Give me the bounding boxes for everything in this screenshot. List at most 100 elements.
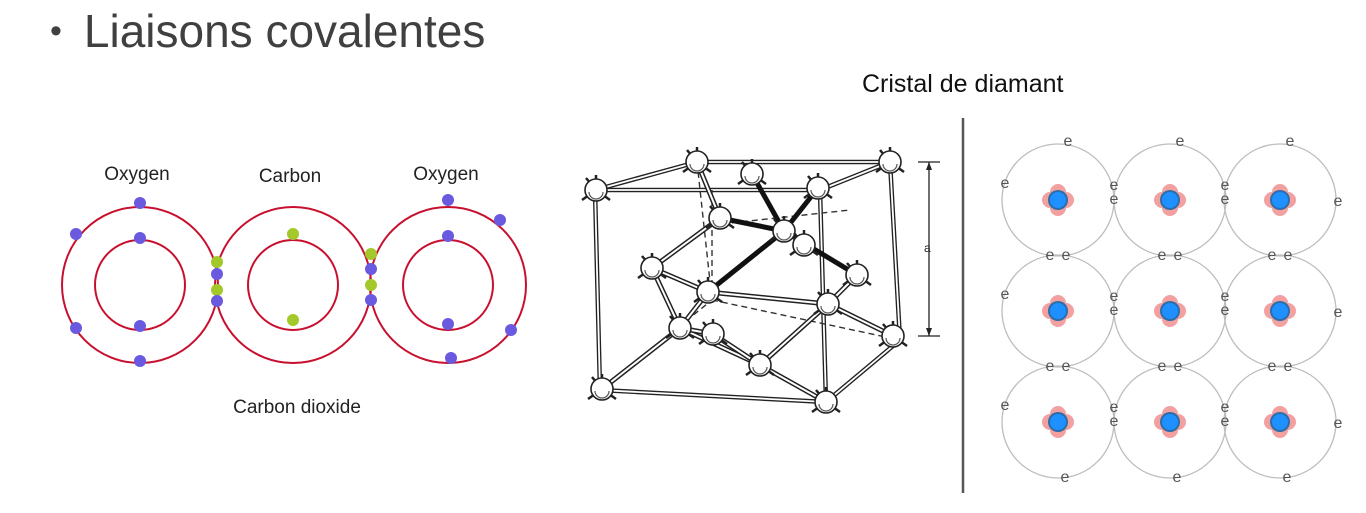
electron	[365, 263, 377, 275]
electron	[134, 232, 146, 244]
diamond-crystal-diagram: a	[581, 147, 940, 414]
grid-atom-cores	[1042, 184, 1296, 438]
electron-symbol: e	[1046, 247, 1055, 264]
cube-edge-inner	[594, 161, 698, 191]
electron	[442, 230, 454, 242]
atom-shell	[1113, 143, 1227, 257]
atom-shade	[672, 329, 688, 338]
electron-symbol: e	[1110, 413, 1119, 430]
electron-symbol: e	[1176, 133, 1185, 150]
carbon-atom	[816, 292, 840, 316]
electron-symbol: e	[1283, 469, 1292, 486]
electron-symbol: e	[1110, 302, 1119, 319]
electron	[442, 194, 454, 206]
atom-shade	[744, 175, 760, 184]
electron-symbol: e	[1174, 247, 1183, 264]
carbon-atom	[685, 150, 709, 174]
electron-symbol: e	[1334, 304, 1343, 321]
cube-edge-inner	[599, 389, 827, 403]
carbon-atom	[878, 150, 902, 174]
nucleus	[1162, 303, 1178, 319]
carbon-atom	[814, 390, 838, 414]
inner-orbit-oxygen-right	[402, 239, 494, 331]
atom-shade	[594, 390, 610, 399]
atom-label-oxygen-right: Oxygen	[413, 164, 478, 185]
lattice-dimension-marker: a	[918, 161, 940, 337]
bond-inner	[759, 303, 829, 366]
bullet-point: •	[50, 12, 62, 50]
electron-symbol: e	[1221, 191, 1230, 208]
grid-atom-shells	[1001, 143, 1337, 479]
carbon-atom	[806, 176, 830, 200]
electron	[445, 352, 457, 364]
electron-symbol: e	[1110, 177, 1119, 194]
atom-label-oxygen-left: Oxygen	[104, 164, 169, 185]
electron	[211, 284, 223, 296]
electron	[494, 214, 506, 226]
electron-symbol: e	[1062, 247, 1071, 264]
electron	[70, 228, 82, 240]
atom-shade	[705, 335, 721, 344]
atom-shade	[882, 163, 898, 172]
carbon-atom	[584, 178, 608, 202]
nucleus	[1162, 414, 1178, 430]
nucleus	[1272, 192, 1288, 208]
carbon-atom	[881, 324, 905, 348]
electron-symbol: e	[1268, 358, 1277, 375]
atom-shade	[752, 366, 768, 375]
electron-symbol: e	[1284, 247, 1293, 264]
atom-shade	[712, 219, 728, 228]
carbon-atom	[708, 206, 732, 230]
electron-symbol: e	[1221, 302, 1230, 319]
nucleus	[1050, 414, 1066, 430]
hidden-edge	[711, 299, 901, 341]
bond-inner	[759, 364, 827, 403]
electron	[70, 322, 82, 334]
electron-symbol: e	[1064, 133, 1073, 150]
electron-symbol: e	[1061, 469, 1070, 486]
electron-symbol: e	[1110, 399, 1119, 416]
atom-shell	[1223, 365, 1337, 479]
cube-edges	[592, 159, 903, 405]
atom-shell	[1113, 254, 1227, 368]
electron-symbol: e	[1221, 177, 1230, 194]
cube-edge-inner	[825, 339, 901, 403]
carbon-atom	[772, 219, 796, 243]
electron	[287, 228, 299, 240]
electron-symbol: e	[1110, 288, 1119, 305]
electron-symbol: e	[1284, 358, 1293, 375]
electron-symbol: e	[1334, 193, 1343, 210]
cube-edge-inner	[889, 161, 901, 341]
electron-symbol: e	[1001, 397, 1010, 414]
atom-shade	[644, 269, 660, 278]
electron	[134, 197, 146, 209]
carbon-atom	[640, 256, 664, 280]
electron	[365, 294, 377, 306]
slide-title: • Liaisons covalentes	[50, 2, 485, 60]
atom-shade	[820, 305, 836, 314]
electron-symbol: e	[1221, 288, 1230, 305]
electron	[287, 314, 299, 326]
atom-shell	[1223, 254, 1337, 368]
atom-shell	[1223, 143, 1337, 257]
cube-edge-inner	[819, 161, 891, 191]
electron	[211, 268, 223, 280]
cube-edge-inner	[594, 189, 601, 391]
bond-inner	[827, 303, 894, 337]
co2-caption: Carbon dioxide	[233, 397, 361, 418]
electron	[365, 248, 377, 260]
inner-orbit-oxygen-left	[94, 239, 186, 331]
nucleus	[1162, 192, 1178, 208]
electron-symbol: e	[1001, 175, 1010, 192]
electron-symbol: e	[1110, 191, 1119, 208]
atom-shade	[818, 403, 834, 412]
atom-shade	[796, 246, 812, 255]
electron-symbol: e	[1158, 358, 1167, 375]
electron-symbol: e	[1173, 469, 1182, 486]
atom-shade	[849, 276, 865, 285]
nucleus	[1050, 303, 1066, 319]
electron-symbol: e	[1268, 247, 1277, 264]
electron-symbol: e	[1221, 399, 1230, 416]
carbon-atom	[590, 377, 614, 401]
